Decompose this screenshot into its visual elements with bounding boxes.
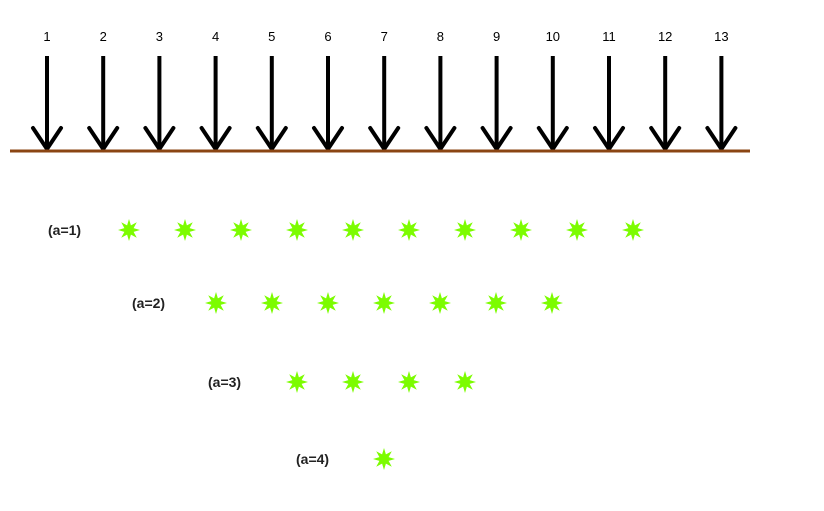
green-star-burst-icon xyxy=(429,292,451,314)
arrow-7: 7 xyxy=(368,29,401,153)
green-star-burst-icon xyxy=(454,219,476,241)
arrow-head xyxy=(424,126,457,153)
green-star-burst-icon xyxy=(454,371,476,393)
arrow-3: 3 xyxy=(143,29,176,153)
arrow-11: 11 xyxy=(593,29,625,153)
arrow-1: 1 xyxy=(31,29,63,153)
arrow-9: 9 xyxy=(480,29,513,153)
arrow-5: 5 xyxy=(255,29,288,153)
arrow-label: 2 xyxy=(100,29,107,44)
arrow-label: 5 xyxy=(268,29,275,44)
arrow-label: 8 xyxy=(437,29,444,44)
arrow-head xyxy=(480,126,513,153)
arrow-head xyxy=(312,126,344,153)
arrow-12: 12 xyxy=(649,29,682,153)
arrow-label: 7 xyxy=(381,29,388,44)
row-label: (a=1) xyxy=(48,222,81,238)
arrow-label: 9 xyxy=(493,29,500,44)
row-label: (a=3) xyxy=(208,374,241,390)
green-star-burst-icon xyxy=(286,219,308,241)
green-star-burst-icon xyxy=(622,219,644,241)
green-star-burst-icon xyxy=(373,292,395,314)
arrow-label: 11 xyxy=(602,29,616,44)
green-star-burst-icon xyxy=(566,219,588,241)
arrow-head xyxy=(87,126,120,153)
arrow-head xyxy=(255,126,288,153)
green-star-burst-icon xyxy=(398,219,420,241)
arrow-head xyxy=(536,126,569,153)
star-row-3: (a=3) xyxy=(208,371,476,393)
star-row-1: (a=1) xyxy=(48,219,644,241)
arrow-head xyxy=(199,126,232,153)
arrow-label: 13 xyxy=(714,29,728,44)
green-star-burst-icon xyxy=(510,219,532,241)
green-star-burst-icon xyxy=(118,219,140,241)
arrow-label: 4 xyxy=(212,29,219,44)
arrow-2: 2 xyxy=(87,29,120,153)
arrow-4: 4 xyxy=(199,29,232,153)
arrow-head xyxy=(143,126,176,153)
star-row-2: (a=2) xyxy=(132,292,563,314)
arrow-label: 10 xyxy=(546,29,560,44)
green-star-burst-icon xyxy=(485,292,507,314)
green-star-burst-icon xyxy=(342,371,364,393)
green-star-burst-icon xyxy=(205,292,227,314)
arrow-head xyxy=(705,126,738,153)
green-star-burst-icon xyxy=(373,448,395,470)
star-rows: (a=1) (a=2) (a=3) (a=4) xyxy=(48,219,644,470)
row-label: (a=2) xyxy=(132,295,165,311)
arrow-label: 12 xyxy=(658,29,672,44)
green-star-burst-icon xyxy=(174,219,196,241)
green-star-burst-icon xyxy=(261,292,283,314)
star-row-4: (a=4) xyxy=(296,448,395,470)
green-star-burst-icon xyxy=(398,371,420,393)
arrow-head xyxy=(593,126,625,153)
green-star-burst-icon xyxy=(286,371,308,393)
green-star-burst-icon xyxy=(342,219,364,241)
green-star-burst-icon xyxy=(317,292,339,314)
arrow-10: 10 xyxy=(536,29,569,153)
arrow-label: 1 xyxy=(43,29,50,44)
arrow-8: 8 xyxy=(424,29,457,153)
arrow-head xyxy=(649,126,682,153)
arrow-label: 6 xyxy=(324,29,331,44)
row-label: (a=4) xyxy=(296,451,329,467)
arrow-head xyxy=(368,126,401,153)
arrow-head xyxy=(31,126,63,153)
green-star-burst-icon xyxy=(230,219,252,241)
arrow-6: 6 xyxy=(312,29,344,153)
arrow-13: 13 xyxy=(705,29,738,153)
arrow-label: 3 xyxy=(156,29,163,44)
green-star-burst-icon xyxy=(541,292,563,314)
